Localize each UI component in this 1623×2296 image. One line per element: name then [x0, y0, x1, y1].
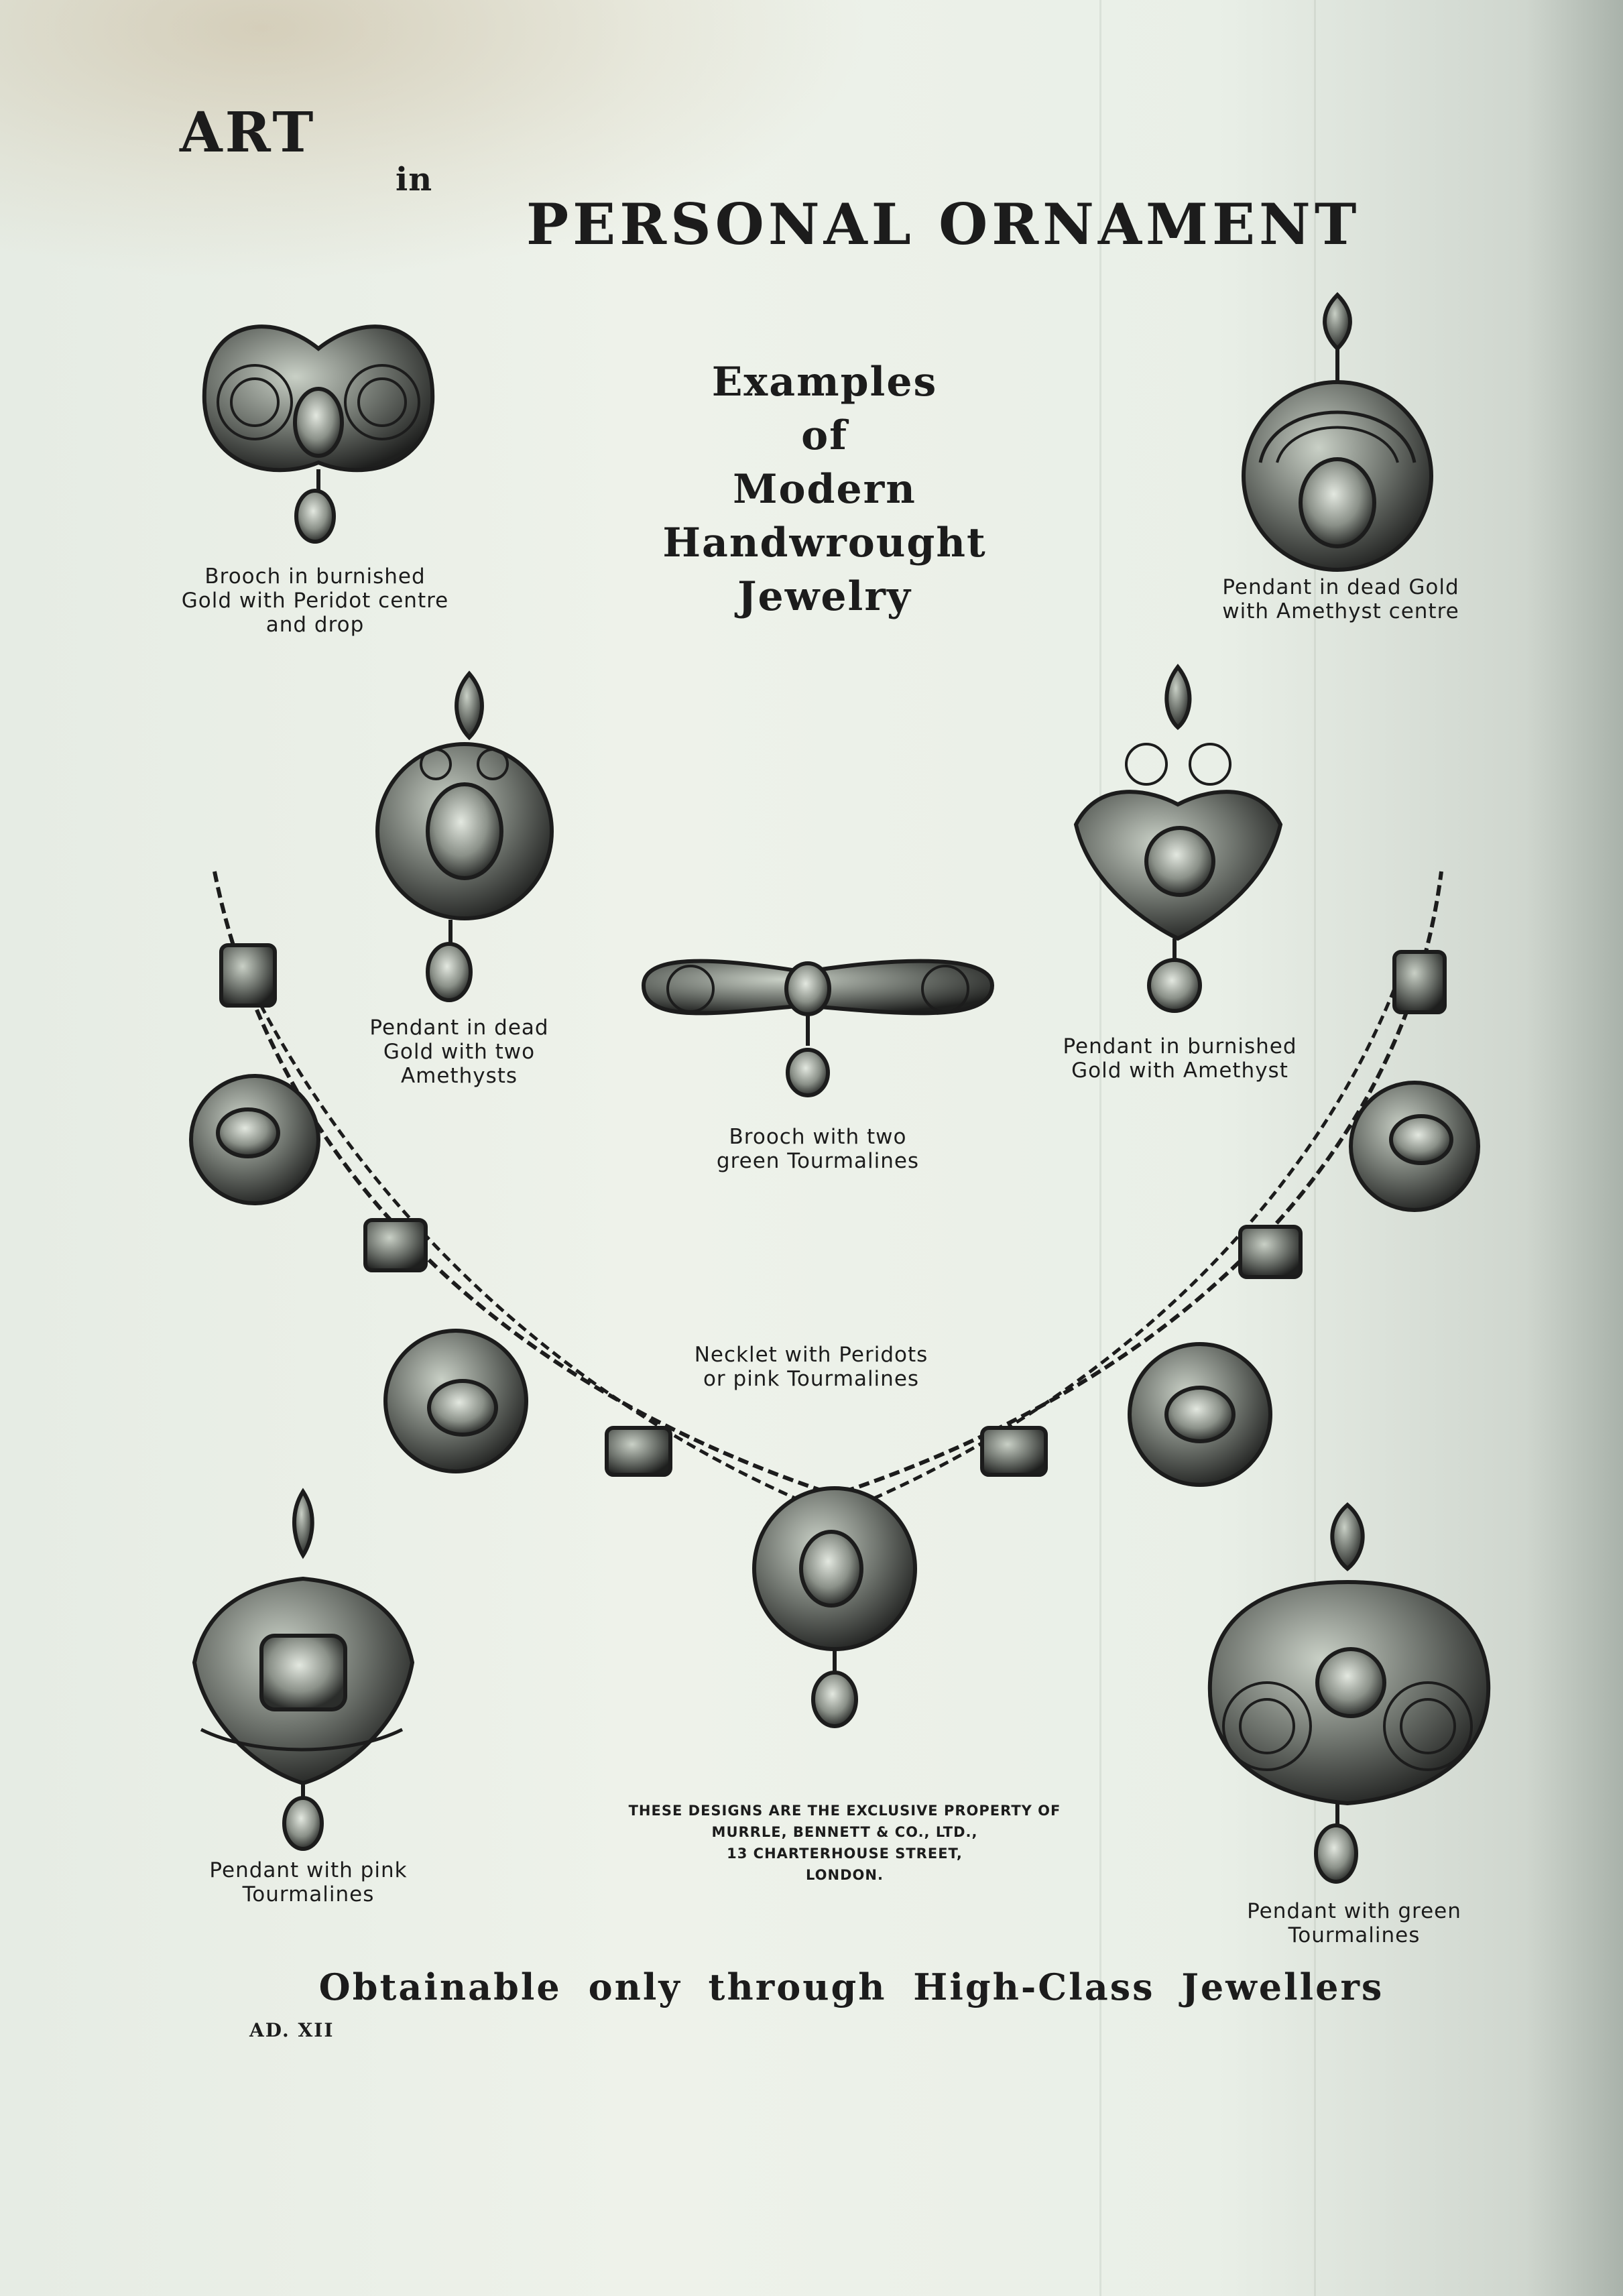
footer-tagline: Obtainable only through High-Class Jewel… [318, 1966, 1384, 2008]
notice-line: THESE DESIGNS ARE THE EXCLUSIVE PROPERTY… [628, 1803, 1061, 1819]
water-stain [0, 0, 871, 282]
caption-line: Pendant in dead Gold [1222, 575, 1459, 599]
subtitle-line: Handwrought [662, 520, 987, 566]
caption-line: Pendant in burnished [1063, 1034, 1297, 1059]
title-art: ART [180, 101, 316, 165]
caption-line: Brooch with two [729, 1125, 907, 1149]
pendant-burnished-amethyst-illustration [1073, 664, 1283, 1013]
title-personal-ornament: PERSONAL ORNAMENT [526, 191, 1361, 257]
subtitle-line: Modern [733, 466, 916, 513]
caption-line: Tourmalines [242, 1882, 375, 1907]
caption-brooch-peridot: Brooch in burnished Gold with Peridot ce… [154, 564, 476, 637]
caption-line: green Tourmalines [716, 1149, 920, 1173]
brooch-tourmalines-illustration [641, 959, 995, 1097]
caption-pendant-amethyst-centre: Pendant in dead Gold with Amethyst centr… [1193, 575, 1488, 623]
notice-line: LONDON. [806, 1867, 884, 1883]
caption-line: and drop [265, 613, 365, 637]
pendant-amethyst-centre-illustration [1242, 292, 1433, 572]
pendant-green-illustration [1207, 1502, 1491, 1884]
caption-line: Gold with Amethyst [1071, 1059, 1288, 1083]
necklet-illustration [189, 871, 1480, 1728]
title-in: in [396, 161, 433, 198]
caption-line: Amethysts [400, 1064, 518, 1088]
caption-line: Pendant in dead [369, 1016, 549, 1040]
paper-crease [1314, 0, 1316, 2296]
paper-crease [1099, 0, 1101, 2296]
caption-pendant-burnished-amethyst: Pendant in burnished Gold with Amethyst [1036, 1034, 1324, 1083]
subtitle-line: Jewelry [737, 573, 912, 620]
caption-necklet: Necklet with Peridots or pink Tourmaline… [664, 1343, 959, 1391]
caption-pendant-two-amethysts: Pendant in dead Gold with two Amethysts [325, 1016, 593, 1088]
subtitle-line: of [801, 412, 848, 459]
pendant-pink-illustration [192, 1488, 415, 1851]
caption-line: Tourmalines [1288, 1923, 1421, 1947]
caption-line: Pendant with green [1247, 1899, 1461, 1923]
caption-pendant-pink: Pendant with pink Tourmalines [181, 1858, 436, 1907]
exclusive-property-notice: THESE DESIGNS ARE THE EXCLUSIVE PROPERTY… [603, 1800, 1086, 1886]
caption-pendant-green: Pendant with green Tourmalines [1220, 1899, 1488, 1947]
pendant-two-amethysts-illustration [375, 670, 554, 1002]
brooch-peridot-illustration [202, 324, 435, 544]
caption-line: with Amethyst centre [1222, 599, 1459, 623]
caption-line: Gold with Peridot centre [181, 589, 449, 613]
caption-line: or pink Tourmalines [703, 1367, 920, 1391]
caption-brooch-tourmalines: Brooch with two green Tourmalines [684, 1125, 952, 1173]
caption-line: Pendant with pink [209, 1858, 408, 1882]
subtitle-line: Examples [711, 359, 938, 406]
caption-line: Gold with two [383, 1040, 536, 1064]
caption-line: Brooch in burnished [204, 564, 426, 589]
ad-number: AD. XII [249, 2019, 335, 2041]
notice-line: 13 CHARTERHOUSE STREET, [727, 1846, 963, 1862]
caption-line: Necklet with Peridots [694, 1343, 928, 1367]
notice-line: MURRLE, BENNETT & CO., LTD., [711, 1824, 978, 1840]
subtitle: Examples of Modern Handwrought Jewelry [617, 355, 1032, 623]
